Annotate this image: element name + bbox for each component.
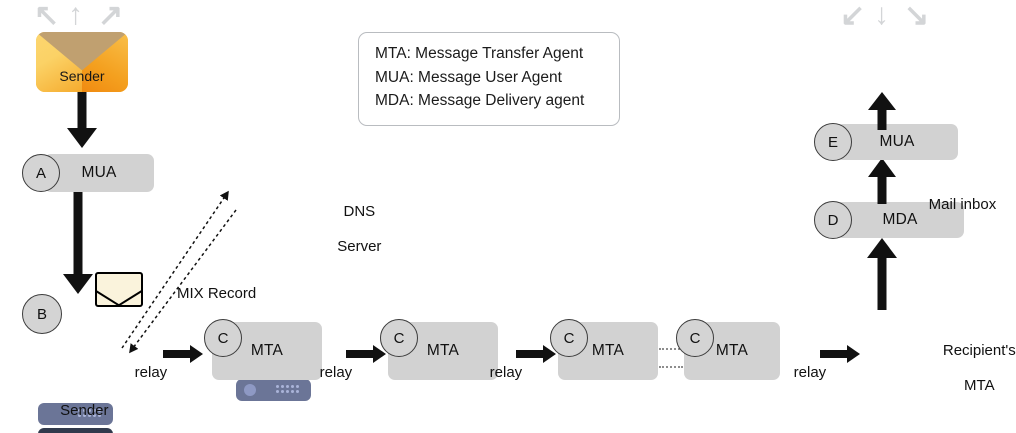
mta-node-4[interactable]: MTA C [676,319,780,380]
sender-mua-label: MUA [81,164,117,181]
recipient-mta-label: Recipient's MTA [942,342,1016,394]
arrow-relay-4 [820,345,860,363]
step-badge-b: B [22,294,62,334]
step-badge-c-4: C [676,319,714,357]
mta-label-3: MTA [591,342,625,359]
step-badge-c-2: C [380,319,418,357]
legend-line-1: MTA: Message Transfer Agent [375,45,584,62]
sender-decor-arrows: ↖ ↑ ↗ [34,0,130,32]
recipient-mua-label: MUA [879,133,915,150]
sender-mail-server-label: Sender Mail Server [60,402,109,420]
relay-label-2: relay [319,364,353,382]
arrow-mua-to-mailserver [62,192,94,302]
relay-label-1: relay [134,364,168,382]
mail-inbox-label: Mail inbox [928,196,997,214]
legend-line-3: MDA: Message Delivery agent [375,92,585,110]
recipient-mda-label: MDA [882,211,918,228]
mta-label-1: MTA [250,342,284,359]
arrow-mta-to-mda [866,238,898,310]
arrow-mda-to-mua [866,158,898,204]
server-leds [78,409,101,417]
arrow-relay-3 [516,345,556,363]
arrow-relay-1 [163,345,203,363]
step-badge-c-3: C [550,319,588,357]
step-badge-e: E [814,123,852,161]
mta-node-1[interactable]: MTA C [204,319,322,380]
arrow-down-left-icon: ↙ [840,0,866,32]
step-badge-c-2-text: C [393,329,405,347]
arrow-relay-2 [346,345,386,363]
mix-record-arrows [121,190,237,354]
step-badge-c-1: C [204,319,242,357]
mta-node-2[interactable]: MTA C [380,319,498,380]
mta-chain-ellipsis-upper [659,348,683,350]
mix-record-label: MIX Record [177,285,257,302]
step-badge-a: A [22,154,60,192]
mta-node-3[interactable]: MTA C [550,319,658,380]
message-envelope-sender-mua [95,272,143,307]
acronym-legend: MTA: Message Transfer Agent MUA: Message… [358,32,620,126]
relay-label-4: relay [793,364,827,382]
recipient-mda-node[interactable]: MDA D [814,201,964,239]
step-badge-d: D [814,201,852,239]
step-badge-a-text: A [35,164,46,182]
sender-envelope: Sender [36,32,128,92]
recipient-mua-node[interactable]: MUA E [814,123,958,161]
step-badge-e-text: E [827,133,838,151]
dns-server-label: DNS Server [337,203,382,255]
sender-mua-node[interactable]: MUA A [22,154,154,192]
arrow-up-left-icon: ↖ [34,0,60,32]
legend-line-2: MUA: Message User Agent [375,68,562,86]
sender-mail-server[interactable] [38,403,113,433]
mta-label-4: MTA [715,342,749,359]
step-badge-c-3-text: C [563,329,575,347]
step-badge-c-4-text: C [689,329,701,347]
arrow-up-right-icon: ↗ [98,0,124,32]
step-badge-b-text: B [36,305,47,323]
receiver-decor-arrows: ↙ ↓ ↘ [840,0,936,32]
arrow-up-icon: ↑ [68,0,83,31]
mta-label-2: MTA [426,342,460,359]
arrow-down-icon: ↓ [874,0,889,31]
relay-label-3: relay [489,364,523,382]
sender-envelope-label: Sender [59,67,105,84]
step-badge-c-1-text: C [217,329,229,347]
arrow-down-right-icon: ↘ [904,0,930,32]
mta-chain-ellipsis-lower [659,366,683,368]
arrow-sender-to-mua [66,92,98,150]
arrow-mua-to-receiver [866,92,898,130]
step-badge-d-text: D [827,211,839,229]
